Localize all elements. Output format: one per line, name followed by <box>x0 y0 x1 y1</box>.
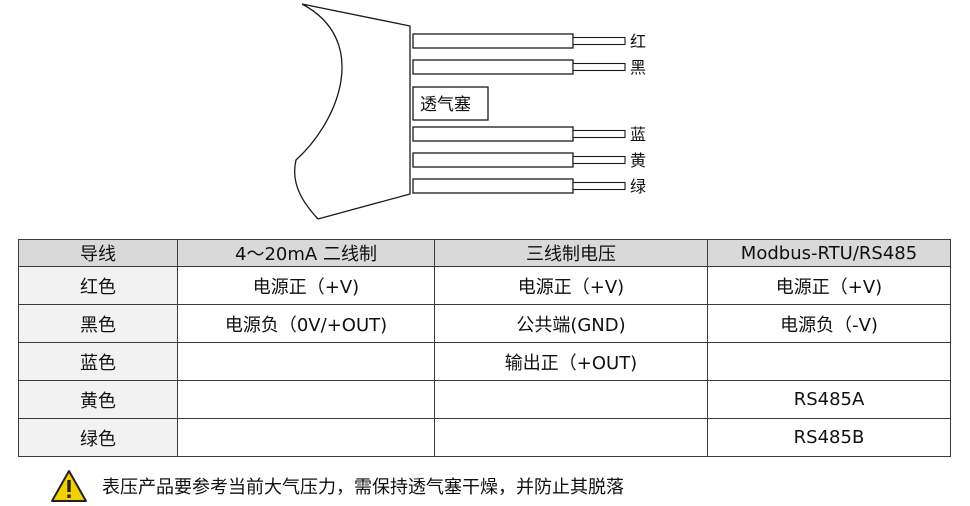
wire-core <box>572 181 626 191</box>
table-row: 黄色 RS485A <box>18 380 951 419</box>
table-header-row: 导线 4～20mA 二线制 三线制电压 Modbus-RTU/RS485 <box>18 239 951 267</box>
wiring-table: 导线 4～20mA 二线制 三线制电压 Modbus-RTU/RS485 红色 … <box>18 239 951 457</box>
wire-core <box>572 155 626 165</box>
warning-note: 表压产品要参考当前大气压力，需保持透气塞干燥，并防止其脱落 <box>50 468 624 504</box>
table-row: 蓝色 输出正（+OUT) <box>18 342 951 381</box>
table-cell: 电源正（+V) <box>707 266 951 305</box>
table-cell <box>177 418 435 457</box>
wire-sleeve <box>412 178 574 194</box>
table-cell: 输出正（+OUT) <box>434 342 708 381</box>
vent-plug-label: 透气塞 <box>420 95 471 115</box>
table-cell: 电源负（0V/+OUT) <box>177 304 435 343</box>
header-wire: 导线 <box>18 239 178 267</box>
table-cell <box>434 380 708 419</box>
wire-sleeve <box>412 152 574 168</box>
table-cell <box>707 342 951 381</box>
table-cell: 公共端(GND) <box>434 304 708 343</box>
wire-label: 绿 <box>630 177 646 196</box>
wire-label: 黑 <box>630 58 646 77</box>
warning-text: 表压产品要参考当前大气压力，需保持透气塞干燥，并防止其脱落 <box>102 477 624 498</box>
vent-plug-box <box>412 86 489 121</box>
header-4-20ma: 4～20mA 二线制 <box>177 239 435 267</box>
table-row: 黑色 电源负（0V/+OUT) 公共端(GND) 电源负（-V) <box>18 304 951 343</box>
wire-label: 红 <box>630 32 646 51</box>
header-modbus: Modbus-RTU/RS485 <box>707 239 951 267</box>
table-cell: 红色 <box>18 266 178 305</box>
wire-label: 蓝 <box>630 125 646 144</box>
table-cell <box>434 418 708 457</box>
table-cell: 电源负（-V) <box>707 304 951 343</box>
wire-core <box>572 129 626 139</box>
table-cell <box>177 342 435 381</box>
cable-body-outline <box>294 3 411 220</box>
table-cell: RS485B <box>707 418 951 457</box>
table-cell <box>177 380 435 419</box>
wire-core <box>572 62 626 72</box>
table-cell: 黑色 <box>18 304 178 343</box>
table-cell: 黄色 <box>18 380 178 419</box>
table-cell: 绿色 <box>18 418 178 457</box>
wire-core <box>572 36 626 46</box>
table-cell: RS485A <box>707 380 951 419</box>
table-cell: 电源正（+V) <box>177 266 435 305</box>
wire-sleeve <box>412 59 574 75</box>
table-row: 红色 电源正（+V) 电源正（+V) 电源正（+V) <box>18 266 951 305</box>
wire-sleeve <box>412 33 574 49</box>
header-three-wire-voltage: 三线制电压 <box>434 239 708 267</box>
table-cell: 蓝色 <box>18 342 178 381</box>
wire-sleeve <box>412 126 574 142</box>
wire-label: 黄 <box>630 151 646 170</box>
table-cell: 电源正（+V) <box>434 266 708 305</box>
table-row: 绿色 RS485B <box>18 418 951 457</box>
warning-icon <box>51 470 87 502</box>
